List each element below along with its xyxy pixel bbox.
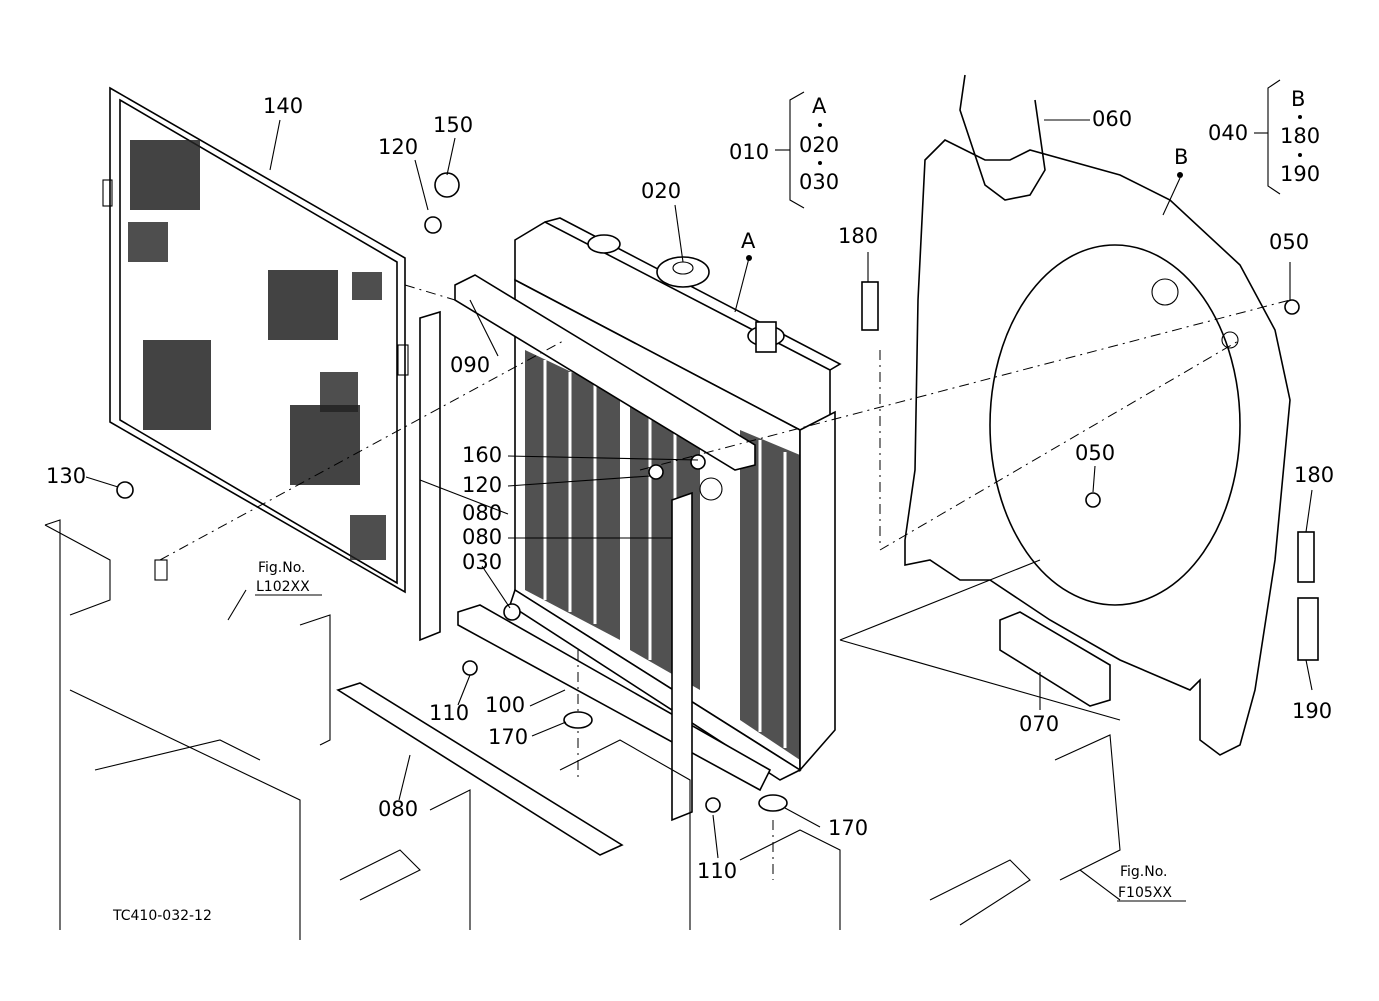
gasket (959, 74, 1046, 201)
drawing-id: TC410-032-12 (112, 908, 212, 924)
label-A: A (741, 229, 756, 253)
fig-ref-right: F105XX (1118, 885, 1172, 901)
label-030: 030 (462, 550, 502, 574)
chassis-frame (44, 519, 1121, 940)
label-110: 110 (429, 701, 469, 725)
label-170: 170 (488, 725, 528, 749)
label-150: 150 (433, 113, 473, 137)
label-B: B (1174, 145, 1188, 169)
label-sticker (861, 281, 879, 331)
radiator (509, 217, 842, 781)
alignment-lines (159, 284, 1291, 880)
label-sticker (1297, 531, 1315, 583)
label-090: 090 (450, 353, 490, 377)
grommets (563, 711, 788, 812)
label-040: 040 (1208, 121, 1248, 145)
fig-ref-left: L102XX (256, 579, 310, 595)
label-070: 070 (1019, 712, 1059, 736)
fig-ref-label: Fig.No. (1120, 864, 1168, 880)
label-190: 190 (1292, 699, 1332, 723)
label-060: 060 (1092, 107, 1132, 131)
label-130: 130 (46, 464, 86, 488)
rubber-strips (336, 310, 693, 856)
label-sticker (1297, 597, 1319, 661)
label-110: 110 (697, 859, 737, 883)
label-120: 120 (462, 473, 502, 497)
pad (999, 611, 1111, 707)
label-050: 050 (1269, 230, 1309, 254)
label-190-set: 190 (1280, 162, 1320, 186)
label-100: 100 (485, 693, 525, 717)
label-B-set: B (1291, 87, 1305, 111)
set-dots (746, 115, 1302, 261)
bolts (116, 172, 1300, 813)
label-180-set: 180 (1280, 124, 1320, 148)
label-120: 120 (378, 135, 418, 159)
label-030-set: 030 (799, 170, 839, 194)
label-080: 080 (462, 525, 502, 549)
label-080: 080 (462, 501, 502, 525)
radiator-cap (656, 256, 710, 288)
label-050: 050 (1075, 441, 1115, 465)
mesh-screen (102, 86, 409, 594)
label-020-set: 020 (799, 133, 839, 157)
label-140: 140 (263, 94, 303, 118)
label-020: 020 (641, 179, 681, 203)
leader-lines (85, 119, 1313, 901)
fan-shroud (904, 139, 1291, 756)
label-010: 010 (729, 140, 769, 164)
label-180: 180 (1294, 463, 1334, 487)
label-170: 170 (828, 816, 868, 840)
label-160: 160 (462, 443, 502, 467)
set-brackets (775, 79, 1281, 209)
label-080: 080 (378, 797, 418, 821)
label-A-set: A (812, 94, 827, 118)
fig-ref-label: Fig.No. (258, 560, 306, 576)
label-180: 180 (838, 224, 878, 248)
